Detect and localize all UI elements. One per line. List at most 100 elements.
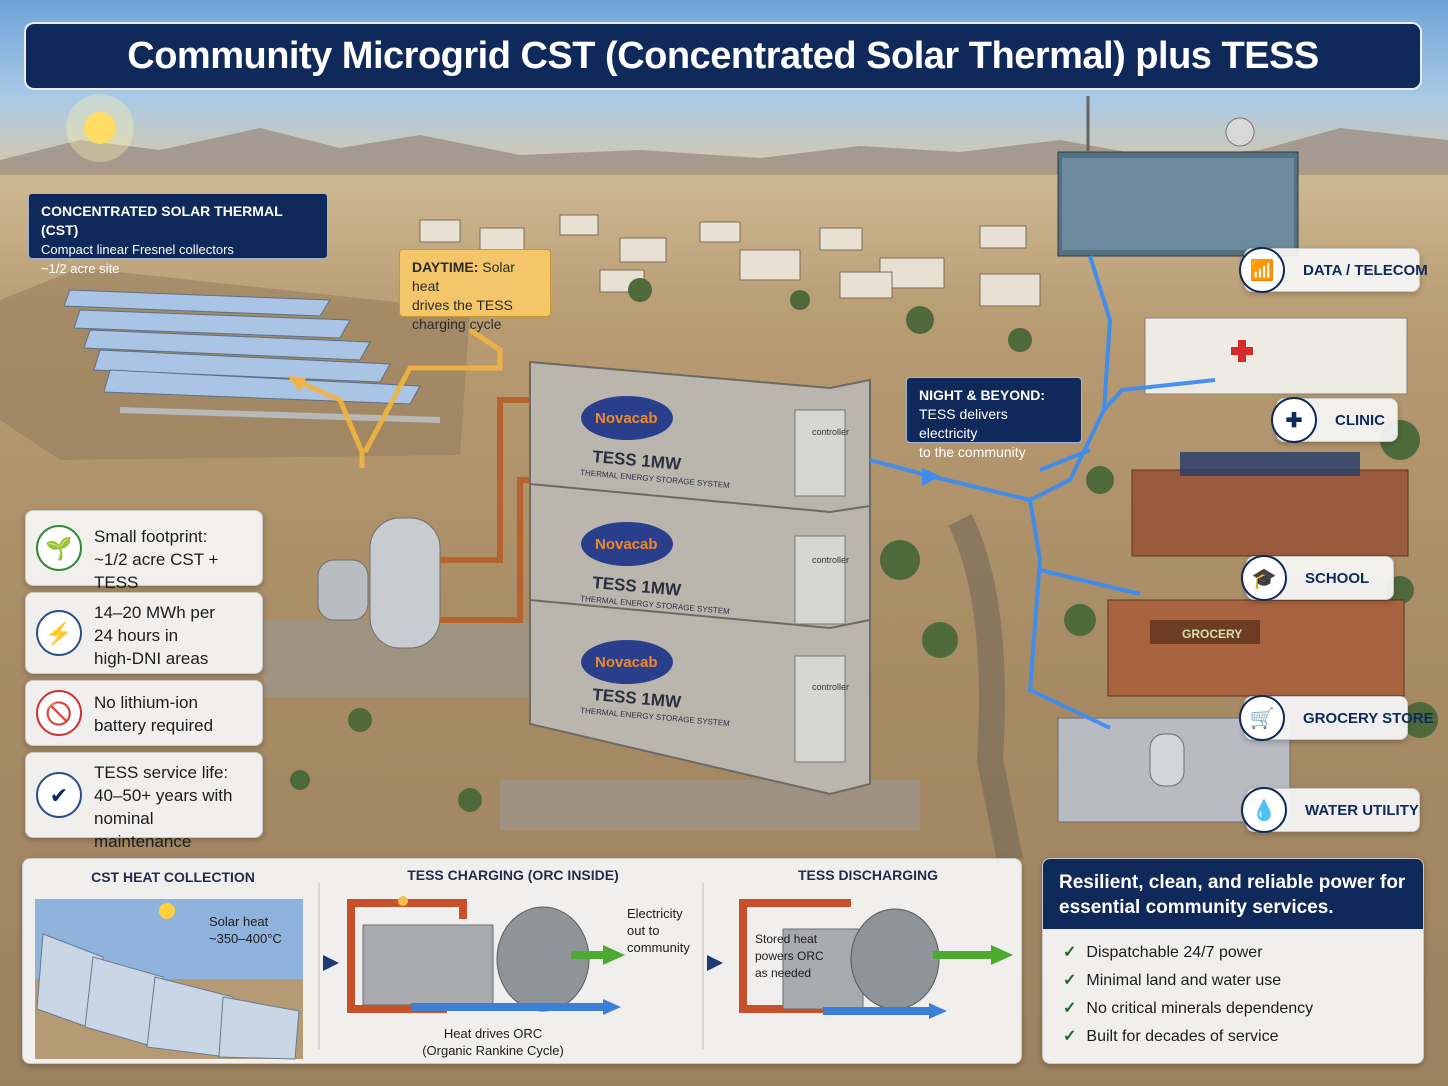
cst-callout: CONCENTRATED SOLAR THERMAL (CST) Compact… xyxy=(28,193,328,276)
service-clinic-label: CLINIC xyxy=(1335,411,1385,429)
night-heading: NIGHT & BEYOND: xyxy=(919,387,1045,403)
feature-no-lithium-line2: battery required xyxy=(94,716,214,735)
service-water-utility-label: WATER UTILITY xyxy=(1305,801,1419,819)
orc-charging-diagram xyxy=(347,896,625,1015)
electricity-arrow xyxy=(922,468,940,486)
summary-item-text: Dispatchable 24/7 power xyxy=(1086,944,1263,961)
summary-item: ✓ Dispatchable 24/7 power xyxy=(1063,939,1403,967)
container-brand-3: Novacab xyxy=(595,654,658,671)
step1-label-line1: Solar heat xyxy=(209,914,269,929)
step-arrow-1 xyxy=(323,955,339,971)
process-panel: CST HEAT COLLECTION TESS CHARGING (ORC I… xyxy=(22,858,1022,1064)
summary-heading: Resilient, clean, and reliable power for… xyxy=(1043,859,1423,929)
summary-item-text: No critical minerals dependency xyxy=(1086,1000,1314,1017)
cst-callout-line2: ~1/2 acre site xyxy=(41,261,120,276)
shopping-cart-icon: 🛒 xyxy=(1239,695,1285,741)
cst-callout-line1: Compact linear Fresnel collectors xyxy=(41,242,234,257)
service-grocery-label: GROCERY STORE xyxy=(1303,709,1434,727)
feature-energy-line1: 14–20 MWh per xyxy=(94,603,215,622)
grocery-sign: GROCERY xyxy=(1182,627,1242,641)
controller-label-3: controller xyxy=(812,682,849,692)
check-icon: ✓ xyxy=(1063,1028,1077,1045)
service-data-telecom: 📶 DATA / TELECOM xyxy=(1239,247,1428,293)
road xyxy=(948,514,1023,863)
antenna-icon: 📶 xyxy=(1239,247,1285,293)
summary-panel: Resilient, clean, and reliable power for… xyxy=(1042,858,1424,1064)
daytime-text-2: drives the TESS xyxy=(412,297,513,313)
service-school-label: SCHOOL xyxy=(1305,569,1370,587)
graduation-cap-icon: 🎓 xyxy=(1241,555,1287,601)
night-line2: to the community xyxy=(919,444,1026,460)
page-title: Community Microgrid CST (Concentrated So… xyxy=(24,22,1422,90)
sprout-icon: 🌱 xyxy=(36,525,82,571)
controller-label-1: controller xyxy=(812,427,849,437)
medical-cross-icon: ✚ xyxy=(1271,397,1317,443)
service-water-utility: 💧 WATER UTILITY xyxy=(1241,787,1420,833)
night-line1: TESS delivers electricity xyxy=(919,406,1008,441)
feature-life-line1: TESS service life: xyxy=(94,763,229,782)
step3-label: Stored heat powers ORC as needed xyxy=(755,931,835,982)
heat-flow-line xyxy=(288,327,503,468)
feature-energy-line3: high-DNI areas xyxy=(94,649,209,668)
no-battery-icon: 🚫 xyxy=(36,690,82,736)
summary-list: ✓ Dispatchable 24/7 power ✓ Minimal land a… xyxy=(1043,929,1423,1061)
step2-output-label: Electricity out to community xyxy=(627,905,703,956)
container-brand-1: Novacab xyxy=(595,410,658,427)
service-school: 🎓 SCHOOL xyxy=(1241,555,1394,601)
grocery-building xyxy=(1107,599,1405,697)
feature-footprint: 🌱 Small footprint: ~1/2 acre CST + TESS xyxy=(25,510,263,592)
daytime-text-1: Solar heat xyxy=(412,259,515,294)
check-icon: ✓ xyxy=(1063,972,1077,989)
cst-collector-photo xyxy=(35,899,303,1060)
step3-label-line1: Stored heat xyxy=(755,932,818,946)
step2-heading: TESS CHARGING (ORC INSIDE) xyxy=(407,867,619,883)
school-building xyxy=(1131,452,1409,557)
sun-icon xyxy=(66,94,134,162)
feature-life-line3: nominal maintenance xyxy=(94,809,192,851)
night-callout: NIGHT & BEYOND: TESS delivers electricit… xyxy=(906,377,1082,460)
daytime-heading: DAYTIME: xyxy=(412,259,479,275)
step1-solar-heat-label: Solar heat ~350–400°C xyxy=(209,913,299,947)
step2-caption-line1: Heat drives ORC xyxy=(443,1026,543,1041)
lightning-icon: ⚡ xyxy=(36,610,82,656)
service-data-telecom-label: DATA / TELECOM xyxy=(1303,261,1428,279)
service-grocery: 🛒 GROCERY STORE xyxy=(1239,695,1434,741)
feature-no-lithium: 🚫 No lithium-ion battery required xyxy=(25,680,263,746)
telecom-building xyxy=(1057,96,1299,257)
shield-check-icon: ✔ xyxy=(36,772,82,818)
electricity-flow-lines xyxy=(869,255,1216,730)
feature-service-life: ✔ TESS service life: 40–50+ years with n… xyxy=(25,752,263,851)
feature-footprint-line1: Small footprint: xyxy=(94,527,208,546)
step1-label-line2: ~350–400°C xyxy=(209,931,282,946)
step3-label-line2: powers ORC xyxy=(755,949,824,963)
step-arrow-2 xyxy=(707,955,723,971)
step2-caption-line2: (Organic Rankine Cycle) xyxy=(422,1043,564,1058)
daytime-text-3: charging cycle xyxy=(412,316,502,332)
feature-energy-output: ⚡ 14–20 MWh per 24 hours in high-DNI are… xyxy=(25,592,263,674)
step3-label-line3: as needed xyxy=(755,966,812,980)
feature-energy-line2: 24 hours in xyxy=(94,626,179,645)
step3-heading: TESS DISCHARGING xyxy=(797,867,938,883)
feature-no-lithium-line1: No lithium-ion xyxy=(94,693,198,712)
summary-item: ✓ Minimal land and water use xyxy=(1063,967,1403,995)
tess-container-stack xyxy=(500,360,920,830)
check-icon: ✓ xyxy=(1063,944,1077,961)
cst-callout-heading: CONCENTRATED SOLAR THERMAL (CST) xyxy=(41,203,283,238)
container-brand-2: Novacab xyxy=(595,536,658,553)
step2-output-line1: Electricity xyxy=(627,906,683,921)
cst-collector-field xyxy=(0,268,470,460)
daytime-callout: DAYTIME: Solar heat drives the TESS char… xyxy=(399,249,551,332)
step1-heading: CST HEAT COLLECTION xyxy=(91,869,255,885)
feature-life-line2: 40–50+ years with xyxy=(94,786,233,805)
summary-item-text: Minimal land and water use xyxy=(1086,972,1282,989)
summary-item-text: Built for decades of service xyxy=(1086,1028,1279,1045)
orc-equipment xyxy=(264,397,540,698)
step2-caption: Heat drives ORC (Organic Rankine Cycle) xyxy=(373,1025,613,1059)
step2-output-line3: community xyxy=(627,940,690,955)
orc-discharging-diagram xyxy=(739,899,1013,1019)
water-drop-icon: 💧 xyxy=(1241,787,1287,833)
process-illustration xyxy=(35,883,1013,1060)
step2-output-line2: out to xyxy=(627,923,660,938)
residential-houses xyxy=(419,214,1041,307)
summary-item: ✓ Built for decades of service xyxy=(1063,1023,1403,1051)
